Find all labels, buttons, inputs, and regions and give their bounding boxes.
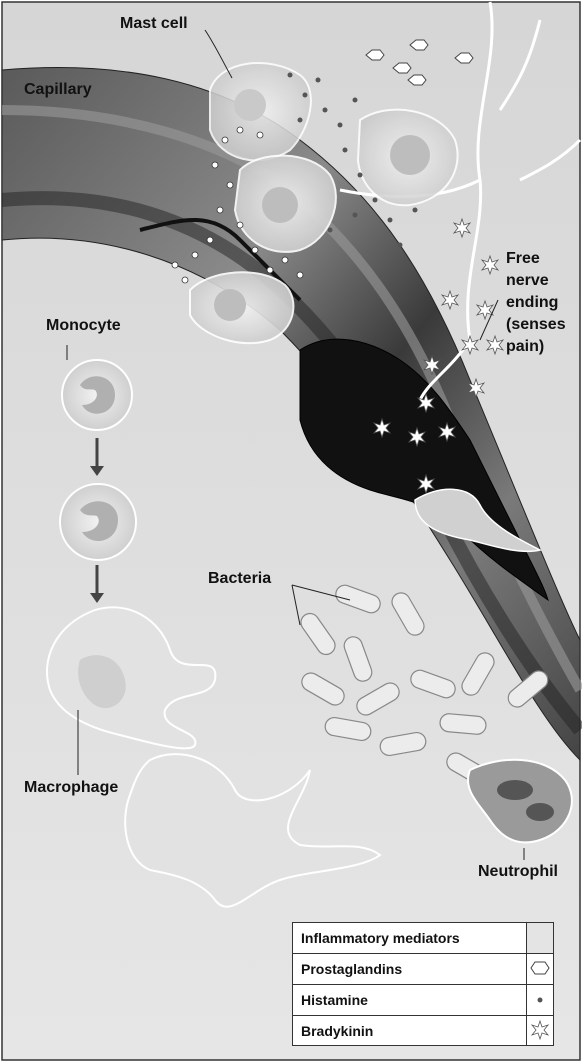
label-capillary: Capillary <box>24 80 92 100</box>
starburst-icon <box>529 1019 551 1041</box>
developing-macrophage <box>60 484 136 560</box>
label-free-nerve-ending: Free nerve ending (senses pain) <box>506 248 582 358</box>
dot-icon <box>535 995 545 1005</box>
monocyte <box>62 360 132 430</box>
legend-item-prostaglandins: Prostaglandins <box>293 954 527 985</box>
legend-item-histamine: Histamine <box>293 985 527 1016</box>
legend-title: Inflammatory mediators <box>293 923 527 954</box>
label-monocyte: Monocyte <box>46 316 121 336</box>
label-neutrophil: Neutrophil <box>478 862 558 882</box>
label-bacteria: Bacteria <box>208 569 271 589</box>
label-mast-cell: Mast cell <box>120 14 188 34</box>
label-macrophage: Macrophage <box>24 778 118 798</box>
legend-item-bradykinin: Bradykinin <box>293 1016 527 1047</box>
hexagon-outline-icon <box>530 961 550 975</box>
legend: Inflammatory mediators Prostaglandins Hi… <box>292 922 554 1046</box>
